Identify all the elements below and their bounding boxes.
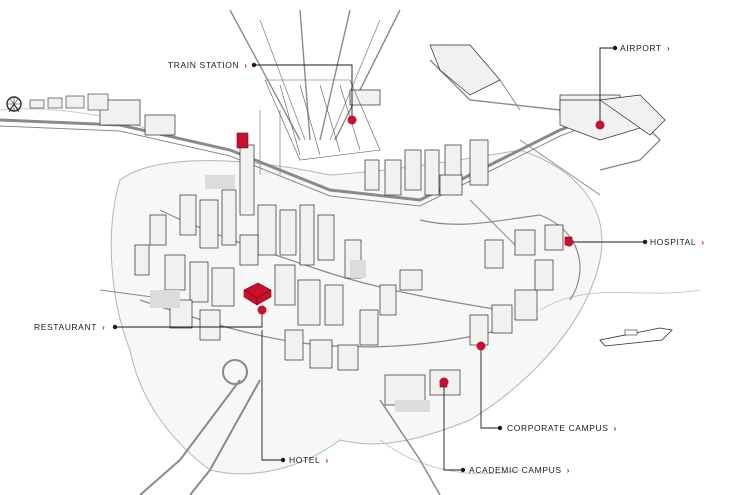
marker-train-station [347,115,357,125]
marker-restaurant [257,305,267,315]
building-blocks [99,89,621,406]
callout-label: ACADEMIC CAMPUS [469,465,562,475]
location-marker-icon [257,115,605,387]
pier-buildings [29,93,109,111]
callout-label: CORPORATE CAMPUS [507,423,609,433]
chevron-right-icon: › [566,465,571,475]
airport-terminal [429,44,666,141]
callout-hospital[interactable]: HOSPITAL › [650,237,705,248]
chevron-right-icon: › [102,322,106,332]
ferris-wheel-icon [6,96,22,113]
leader-academic-campus [443,382,463,471]
callout-label: HOTEL [289,455,321,465]
chevron-right-icon: › [701,237,705,247]
marker-hospital [564,237,574,247]
callout-label: HOSPITAL [650,237,697,247]
ship-icon [599,327,673,347]
leader-hotel [261,330,283,461]
leader-dots [112,45,648,473]
chevron-right-icon: › [613,423,617,433]
callout-restaurant[interactable]: RESTAURANT › [34,322,105,333]
leader-airport [599,47,615,125]
chevron-right-icon: › [325,455,329,465]
chevron-right-icon: › [666,43,671,53]
callout-label: TRAIN STATION [168,60,240,70]
callout-train-station[interactable]: TRAIN STATION › [168,60,248,71]
callout-leader-lines [115,47,645,471]
callout-academic-campus[interactable]: ACADEMIC CAMPUS › [469,465,570,476]
callout-corporate-campus[interactable]: CORPORATE CAMPUS › [507,423,617,434]
leader-train-station [254,64,353,120]
rail-yard [264,79,381,161]
callout-airport[interactable]: AIRPORT › [620,43,670,54]
chevron-right-icon: › [244,60,248,70]
marker-airport [595,120,605,130]
roundabout [222,359,248,385]
callout-hotel[interactable]: HOTEL › [289,455,329,466]
building-shadows [150,175,430,412]
callout-label: RESTAURANT [34,322,97,332]
leader-corporate-campus [480,347,500,429]
marker-corporate-campus [476,341,486,351]
callout-label: AIRPORT [620,43,662,53]
marker-academic-campus [439,377,449,387]
leader-restaurant [115,310,263,328]
